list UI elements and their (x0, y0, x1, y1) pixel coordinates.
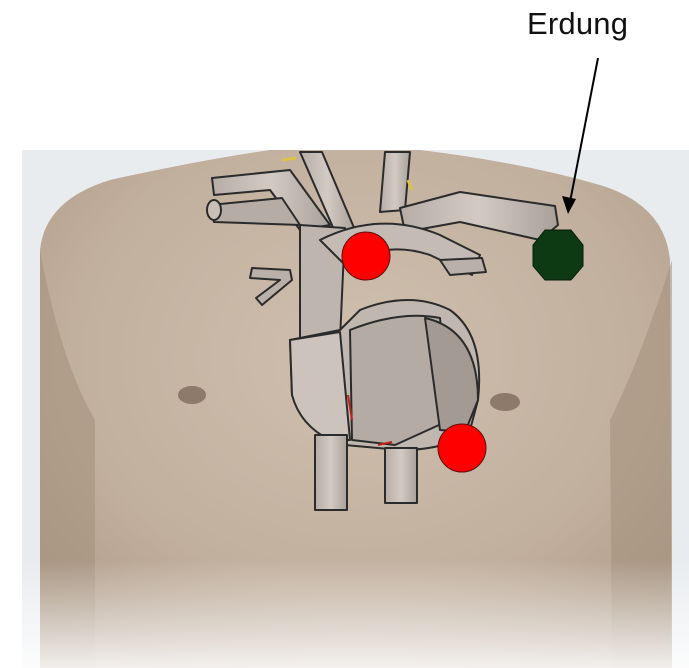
electrode-upper (342, 232, 390, 280)
bottom-fade (22, 560, 689, 668)
electrode-lower (438, 424, 486, 472)
left-vessel-end (207, 200, 221, 220)
neck-vessel-right (380, 152, 410, 212)
right-nipple (490, 393, 520, 411)
inferior-vessel-left (315, 435, 347, 510)
yellow-trace (282, 158, 296, 160)
electrode-ground (533, 230, 583, 280)
inferior-vessel-right (385, 448, 417, 503)
left-nipple (178, 386, 206, 404)
